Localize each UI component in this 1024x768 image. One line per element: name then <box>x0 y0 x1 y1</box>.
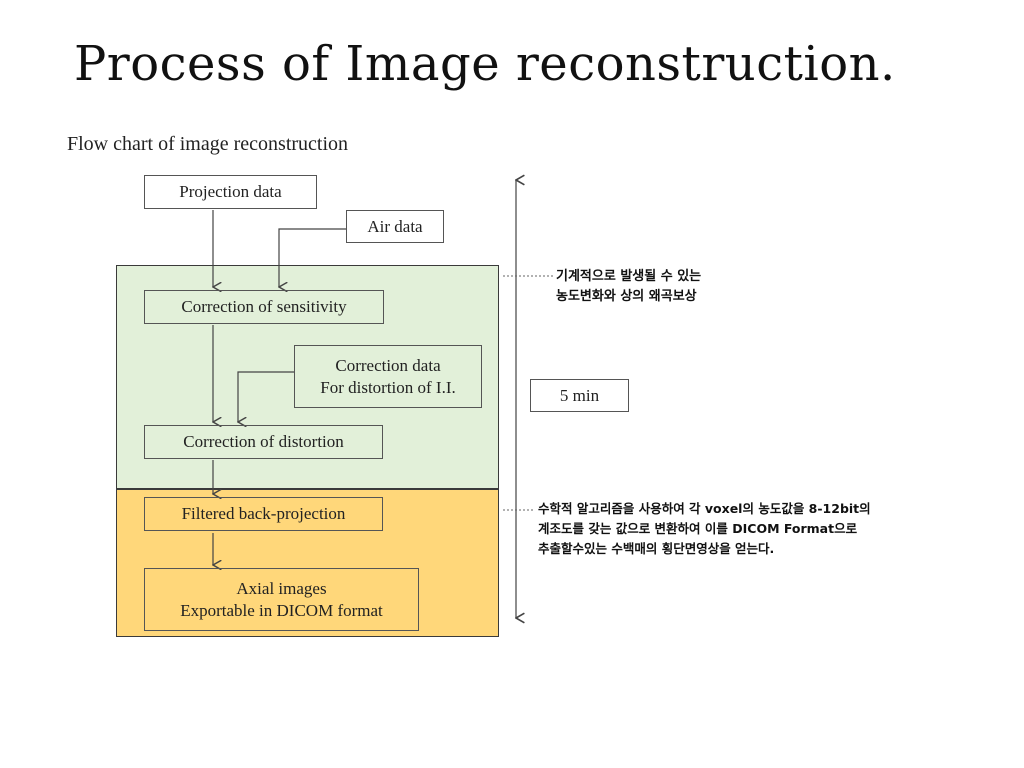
axial-images-label: Axial images <box>236 578 327 598</box>
note-compensation: 기계적으로 발생될 수 있는 농도변화와 상의 왜곡보상 <box>556 267 701 307</box>
correction-data-sublabel: For distortion of I.I. <box>320 377 456 397</box>
projection-data-label: Projection data <box>179 182 282 201</box>
axial-images-box: Axial images Exportable in DICOM format <box>144 568 419 631</box>
duration-box: 5 min <box>530 379 629 412</box>
correction-distortion-box: Correction of distortion <box>144 425 383 459</box>
air-data-box: Air data <box>346 210 444 243</box>
air-data-label: Air data <box>367 216 423 236</box>
duration-label: 5 min <box>559 385 600 405</box>
correction-distortion-label: Correction of distortion <box>183 432 344 451</box>
filtered-back-projection-label: Filtered back-projection <box>181 504 346 523</box>
note-reconstruction-line: 추출할수있는 수백매의 횡단면영상을 얻는다. <box>538 541 775 556</box>
correction-sensitivity-box: Correction of sensitivity <box>144 290 384 324</box>
reconstruction-region <box>116 489 499 637</box>
correction-sensitivity-label: Correction of sensitivity <box>181 297 347 316</box>
correction-data-label: Correction data <box>335 355 441 375</box>
note-reconstruction-line: 계조도를 갖는 값으로 변환하여 이를 DICOM Format으로 <box>538 521 858 536</box>
note-reconstruction-line: 수학적 알고리즘을 사용하여 각 voxel의 농도값을 8-12bit의 <box>538 501 871 516</box>
note-compensation-line: 농도변화와 상의 왜곡보상 <box>556 289 697 304</box>
projection-data-box: Projection data <box>144 175 317 209</box>
correction-data-box: Correction data For distortion of I.I. <box>294 345 482 408</box>
slide-title: Process of Image reconstruction. <box>74 36 896 92</box>
axial-images-sublabel: Exportable in DICOM format <box>180 600 383 620</box>
note-reconstruction: 수학적 알고리즘을 사용하여 각 voxel의 농도값을 8-12bit의 계조… <box>538 499 871 559</box>
flowchart-caption: Flow chart of image reconstruction <box>67 133 349 155</box>
preprocessing-region <box>116 265 499 489</box>
filtered-back-projection-box: Filtered back-projection <box>144 497 383 531</box>
note-compensation-line: 기계적으로 발생될 수 있는 <box>556 269 702 284</box>
